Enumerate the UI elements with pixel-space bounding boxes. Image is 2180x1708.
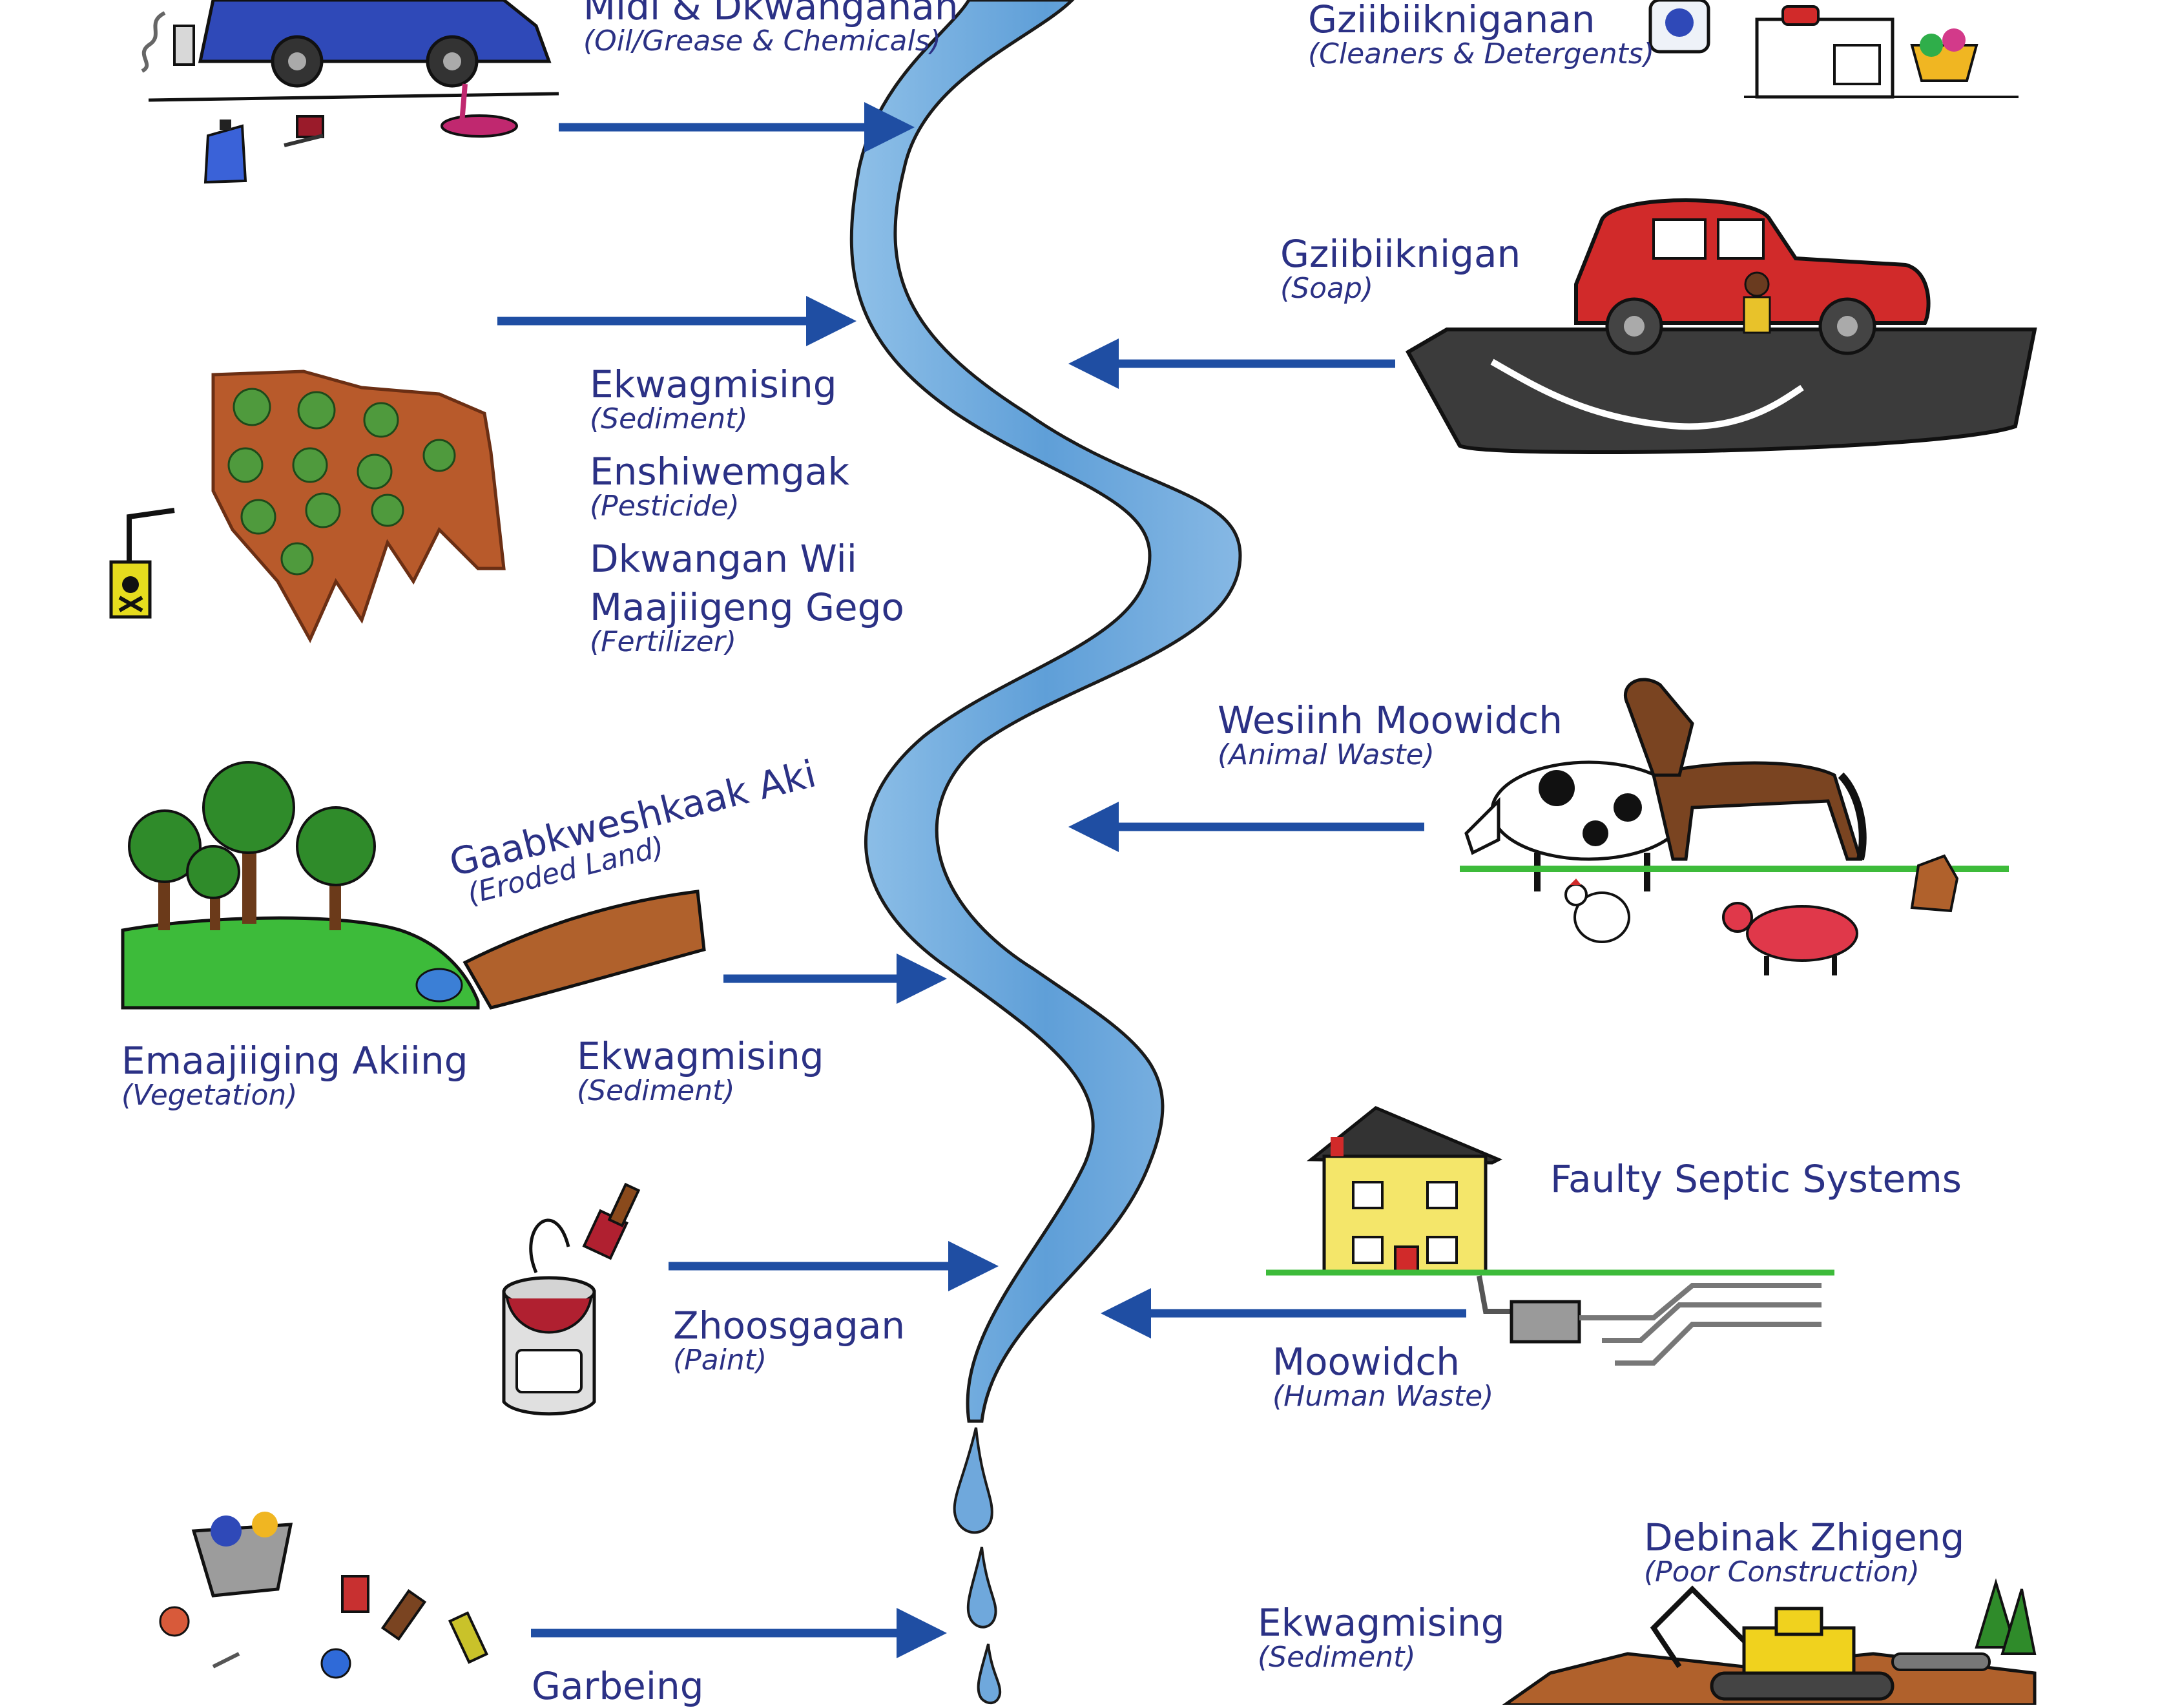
paint-can-icon: [502, 1182, 641, 1416]
cleaners-main: Gziibiikniganan: [1308, 0, 1595, 41]
paint-sub: (Paint): [673, 1343, 767, 1377]
sediment1-sub: (Sediment): [590, 402, 748, 435]
fertilizer-main-1: Dkwangan Wii: [590, 537, 857, 581]
cow-icon: [1464, 760, 1688, 891]
vegetation-main: Emaajiiging Akiing: [121, 1039, 468, 1083]
oil-main: Midi & Dkwanganan: [583, 0, 959, 28]
laundry-icon: [1648, 0, 2019, 99]
fertilizer-main-2: Maajiigeng Gego: [590, 585, 904, 629]
pesticide-main: Enshiwemgak: [590, 450, 850, 494]
horse-icon: [1623, 678, 1867, 861]
sediment3-main: Ekwagmising: [1258, 1601, 1505, 1645]
excavator-icon: [1502, 1578, 2037, 1705]
human-label: Moowidch (Human Waste): [1272, 1342, 1493, 1411]
paint-main: Zhoosgagan: [673, 1304, 906, 1348]
oil-sub: (Oil/Grease & Chemicals): [583, 24, 941, 57]
sediment2-sub: (Sediment): [577, 1074, 735, 1107]
pesticide-sign-icon: [109, 508, 175, 619]
car-icon: [141, 0, 559, 138]
animal-sub: (Animal Waste): [1218, 738, 1435, 771]
crop-field-icon: [211, 370, 506, 643]
house-icon: [1266, 1106, 1834, 1276]
animal-label: Wesiinh Moowidch (Animal Waste): [1218, 701, 1562, 770]
trash-basket-icon: [159, 1512, 489, 1679]
pesticide-sub: (Pesticide): [590, 489, 740, 523]
soap-main: Gziibiiknigan: [1280, 232, 1521, 276]
sediment1-label: Ekwagmising (Sediment): [590, 365, 837, 434]
water-drop: [977, 1643, 1002, 1705]
forest-icon: [121, 761, 706, 1010]
septic-tank-icon: [1477, 1275, 1822, 1366]
septic-main: Faulty Septic Systems: [1550, 1157, 1962, 1201]
poor-sub: (Poor Construction): [1644, 1555, 1920, 1588]
garbage-label: Garbeing: [532, 1667, 704, 1706]
dog-icon: [1910, 854, 1959, 913]
sediment1-main: Ekwagmising: [590, 362, 837, 406]
arrows: [497, 102, 1466, 1658]
poor-main: Debinak Zhigeng: [1644, 1515, 1965, 1559]
oil-can-icon: [203, 115, 324, 184]
septic-label: Faulty Septic Systems: [1550, 1160, 1962, 1199]
soap-label: Gziibiiknigan (Soap): [1280, 234, 1521, 304]
sediment2-main: Ekwagmising: [577, 1034, 824, 1078]
car-wash-icon: [1405, 198, 2037, 454]
poor-label: Debinak Zhigeng (Poor Construction): [1644, 1518, 1964, 1587]
cleaners-sub: (Cleaners & Detergents): [1308, 37, 1654, 70]
oil-label: Midi & Dkwanganan (Oil/Grease & Chemical…: [583, 0, 959, 56]
water-drops: [953, 1427, 1002, 1705]
pig-icon: [1722, 902, 1858, 975]
animal-main: Wesiinh Moowidch: [1218, 698, 1563, 742]
human-sub: (Human Waste): [1272, 1379, 1494, 1413]
garbage-main: Garbeing: [532, 1664, 704, 1708]
river: [849, 0, 1242, 1423]
sediment2-label: Ekwagmising (Sediment): [577, 1037, 824, 1106]
water-drop: [966, 1547, 997, 1629]
sediment3-label: Ekwagmising (Sediment): [1258, 1603, 1505, 1672]
chicken-icon: [1564, 879, 1630, 943]
pesticide-label: Enshiwemgak (Pesticide): [590, 452, 849, 521]
cleaners-label: Gziibiikniganan (Cleaners & Detergents): [1308, 0, 1654, 69]
fertilizer-label: Dkwangan Wii Maajiigeng Gego (Fertilizer…: [590, 539, 904, 657]
water-drop: [953, 1427, 993, 1534]
fertilizer-sub: (Fertilizer): [590, 625, 736, 658]
soap-sub: (Soap): [1280, 271, 1374, 305]
sediment3-sub: (Sediment): [1258, 1640, 1416, 1674]
paint-label: Zhoosgagan (Paint): [673, 1306, 905, 1375]
human-main: Moowidch: [1272, 1340, 1460, 1384]
vegetation-label: Emaajiiging Akiing (Vegetation): [121, 1041, 468, 1110]
vegetation-sub: (Vegetation): [121, 1078, 298, 1112]
